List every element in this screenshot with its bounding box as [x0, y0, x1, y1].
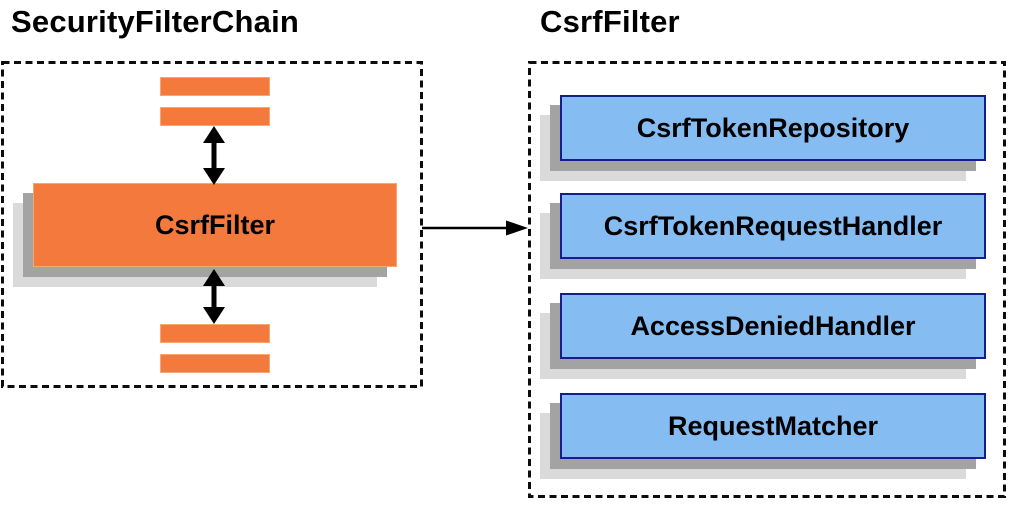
component-box-request-matcher: RequestMatcher	[540, 393, 986, 479]
component-box-access-denied-handler: AccessDeniedHandler	[540, 293, 986, 379]
component-label: CsrfTokenRequestHandler	[560, 193, 986, 259]
bidirectional-arrow-icon	[203, 126, 225, 185]
csrf-filter-box-label: CsrfFilter	[33, 183, 397, 267]
component-label: CsrfTokenRepository	[560, 95, 986, 161]
flow-arrow-icon	[422, 220, 528, 236]
filter-bar	[160, 354, 270, 373]
component-box-csrf-token-request-handler: CsrfTokenRequestHandler	[540, 193, 986, 279]
csrf-filter-box-stack: CsrfFilter	[13, 183, 397, 287]
filter-bar	[160, 77, 270, 96]
component-box-csrf-token-repository: CsrfTokenRepository	[540, 95, 986, 181]
component-label: RequestMatcher	[560, 393, 986, 459]
component-label: AccessDeniedHandler	[560, 293, 986, 359]
csrf-filter-title: CsrfFilter	[540, 4, 680, 39]
security-filter-chain-title: SecurityFilterChain	[11, 4, 300, 39]
filter-bar	[160, 324, 270, 343]
filter-bar	[160, 107, 270, 126]
